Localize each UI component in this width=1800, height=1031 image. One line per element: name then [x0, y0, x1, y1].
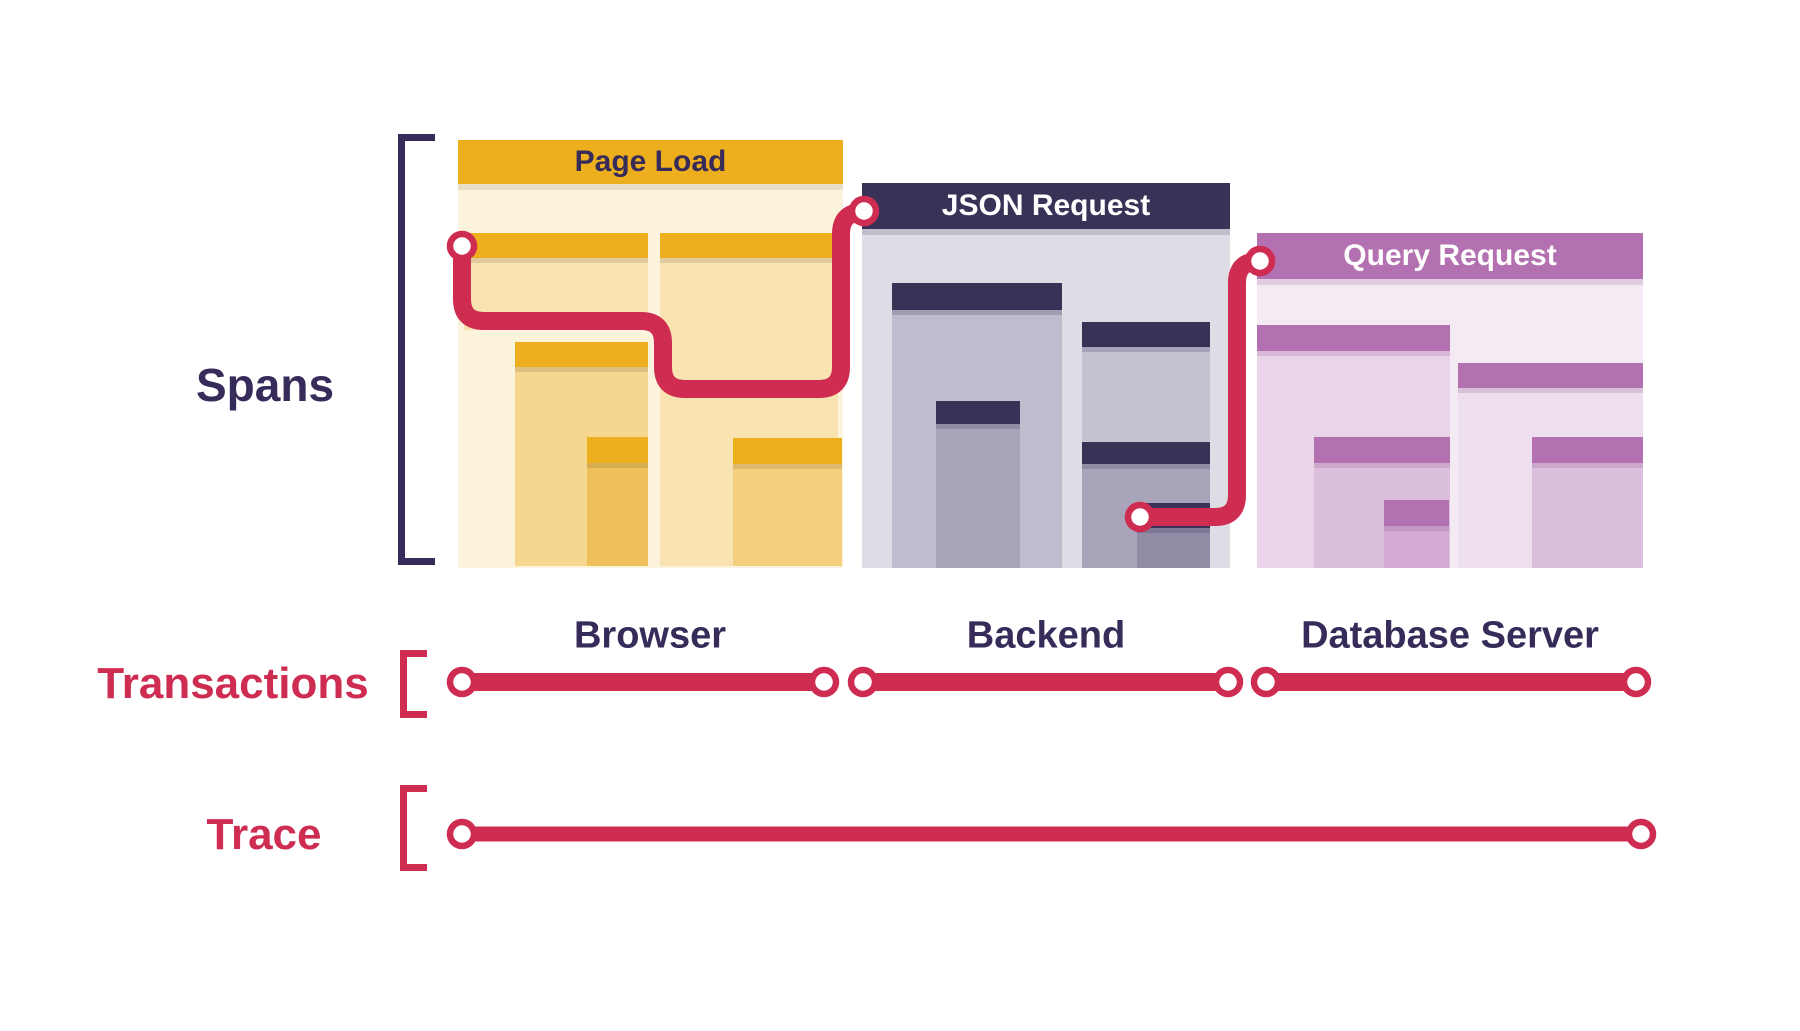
spans-label: Spans: [195, 359, 335, 411]
span-block: [1532, 437, 1643, 568]
transaction-node: [1250, 666, 1282, 698]
page-load-header: Page Load: [458, 140, 843, 184]
transaction-panel-page-load: Page Load: [458, 140, 843, 568]
transaction-node: [847, 666, 879, 698]
span-block: [1137, 503, 1210, 568]
spans-bracket: [398, 134, 435, 565]
span-block: [1384, 500, 1449, 568]
transaction-node: [808, 666, 840, 698]
query-request-header: Query Request: [1257, 233, 1643, 279]
trace-node: [446, 818, 478, 850]
trace-label: Trace: [206, 810, 322, 859]
transaction-node: [446, 666, 478, 698]
json-request-header: JSON Request: [862, 183, 1230, 229]
span-block: [587, 437, 648, 566]
span-block: [936, 401, 1020, 568]
page-load-title: Page Load: [574, 145, 727, 178]
transaction-node: [1212, 666, 1244, 698]
transaction-panel-query-request: Query Request: [1257, 233, 1643, 568]
transactions-bracket: [400, 650, 427, 718]
trace-bracket: [400, 785, 427, 871]
span-block: [464, 233, 648, 330]
transaction-panel-json-request: JSON Request: [862, 183, 1230, 568]
json-request-title: JSON Request: [941, 189, 1151, 222]
lane-label-database: Database Server: [1301, 614, 1599, 657]
transactions-label: Transactions: [97, 659, 369, 708]
lane-label-backend: Backend: [966, 614, 1126, 657]
lane-label-browser: Browser: [573, 614, 727, 657]
span-block: [733, 438, 842, 566]
transaction-node: [1620, 666, 1652, 698]
trace-node: [1625, 818, 1657, 850]
query-request-title: Query Request: [1343, 239, 1557, 272]
